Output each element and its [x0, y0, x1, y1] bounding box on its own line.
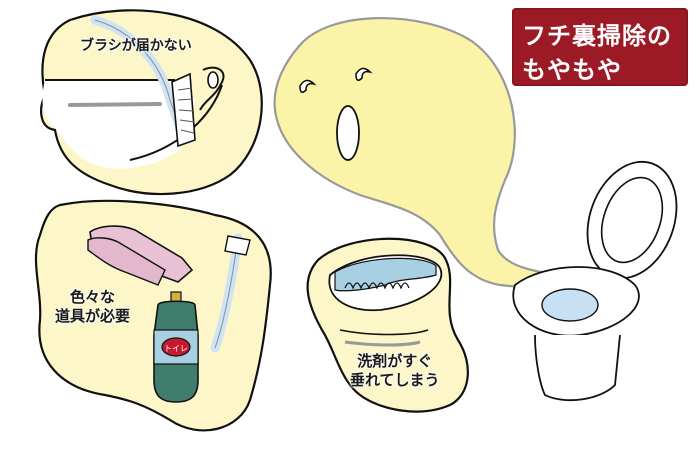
dripping-detergent-illustration [306, 237, 469, 413]
caption-tools: 色々な 道具が必要 [55, 288, 130, 326]
caption-tools-line-2: 道具が必要 [55, 306, 131, 325]
toilet-illustration [512, 160, 678, 402]
title-line-2: もやもや [522, 56, 622, 84]
title-line-1: フチ裏掃除の [522, 22, 672, 50]
caption-detergent-line-2: 垂れてしまう [350, 370, 440, 389]
bottle-label: トイレ [164, 344, 188, 353]
caption-brush: ブラシが届かない [80, 38, 192, 54]
detergent-bottle-icon: トイレ [153, 291, 199, 403]
caption-detergent: 洗剤がすぐ 垂れてしまう [350, 352, 440, 390]
caption-tools-line-1: 色々な [70, 288, 116, 306]
caption-detergent-line-1: 洗剤がすぐ [357, 352, 433, 370]
toilet-rim-brush-illustration [40, 9, 263, 196]
title-banner: フチ裏掃除の もやもや [512, 8, 688, 86]
cleaning-tools-illustration: トイレ [34, 199, 272, 432]
